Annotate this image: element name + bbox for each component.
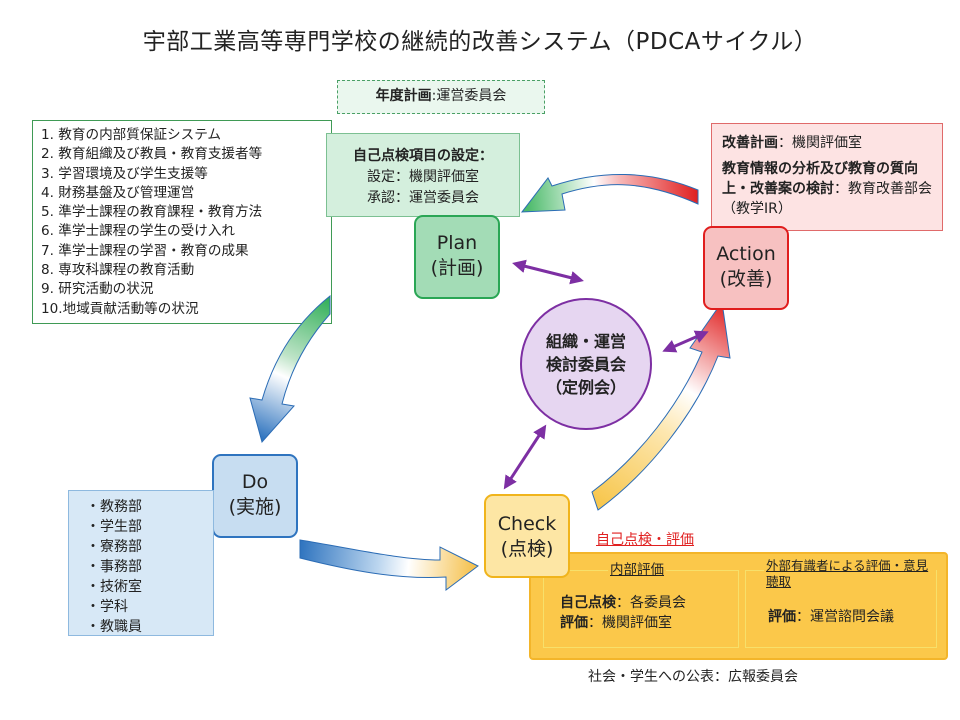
- do-to-check-arrow: [299, 539, 479, 591]
- do-unit: ・学生部: [86, 519, 142, 535]
- check-item: 10.地域貢献活動等の状況: [41, 300, 199, 317]
- internal-evaluation-box: 内部評価 自己点検：各委員会 評価：機関評価室: [543, 558, 739, 648]
- annual-plan-value: :運営委員会: [431, 88, 507, 104]
- action-to-plan-arrow: [520, 173, 699, 213]
- check-item: 6. 準学士課程の学生の受け入れ: [41, 223, 236, 240]
- check-council-link: [503, 424, 547, 490]
- diagram-title: 宇部工業高等専門学校の継続的改善システム（PDCAサイクル）: [142, 29, 818, 55]
- check-item: 1. 教育の内部質保証システム: [41, 127, 222, 143]
- check-to-action-arrow: [591, 300, 731, 511]
- annual-plan-label: 年度計画: [375, 88, 432, 104]
- improvement-analysis-label: 教育情報の分析及び教育の質向上・改善案の検討: [722, 161, 918, 197]
- item-setting-heading: 自己点検項目の設定：: [353, 148, 493, 164]
- item-setting-box: 自己点検項目の設定： 設定：機関評価室 承認：運営委員会: [326, 133, 520, 217]
- check-item: 2. 教育組織及び教員・教育支援者等: [41, 146, 263, 163]
- external-eval-label: 評価: [768, 609, 796, 625]
- internal-eval-label: 評価: [560, 615, 588, 631]
- council-line2: 検討委員会: [545, 355, 626, 374]
- check-evaluation-panel: 内部評価 自己点検：各委員会 評価：機関評価室 外部有識者による評価・意見聴取 …: [529, 552, 948, 660]
- item-setting-approve: 承認：運営委員会: [367, 190, 479, 206]
- external-evaluation-heading: 外部有識者による評価・意見聴取: [764, 558, 936, 590]
- self-evaluation-heading: 自己点検・評価: [596, 532, 694, 548]
- annual-plan-box: 年度計画:運営委員会: [337, 80, 545, 114]
- plan-council-link: [512, 259, 584, 285]
- do-units-box: ・教務部 ・学生部 ・寮務部 ・事務部 ・技術室 ・学科 ・教職員: [68, 490, 214, 636]
- plan-node-en: Plan: [436, 232, 478, 254]
- check-item: 9. 研究活動の状況: [41, 281, 154, 298]
- council-circle: 組織・運営 検討委員会 （定例会）: [520, 298, 652, 430]
- do-node-jp: (実施): [228, 496, 282, 518]
- council-line1: 組織・運営: [545, 332, 626, 351]
- self-check-value: ：各委員会: [616, 595, 686, 611]
- external-eval-value: ：運営諮問会議: [796, 609, 894, 625]
- plan-to-do-arrow: [249, 294, 331, 444]
- action-node-en: Action: [716, 243, 776, 265]
- check-item: 8. 専攻科課程の教育活動: [41, 262, 195, 279]
- check-node-jp: (点検): [500, 538, 554, 560]
- item-setting-set: 設定：機関評価室: [367, 169, 479, 185]
- do-unit: ・技術室: [86, 579, 142, 595]
- external-evaluation-box: 外部有識者による評価・意見聴取 評価：運営諮問会議: [745, 558, 937, 648]
- check-item: 5. 準学士課程の教育課程・教育方法: [41, 204, 263, 221]
- plan-node: Plan (計画): [414, 215, 500, 299]
- do-unit: ・学科: [86, 599, 128, 615]
- do-unit: ・事務部: [86, 559, 142, 575]
- do-node-en: Do: [241, 471, 269, 493]
- action-node-jp: (改善): [719, 268, 773, 290]
- action-council-link: [662, 330, 709, 353]
- do-node: Do (実施): [212, 454, 298, 538]
- check-item: 7. 準学士課程の学習・教育の成果: [41, 242, 249, 259]
- do-unit: ・寮務部: [86, 539, 142, 555]
- improvement-plan-value: ：機関評価室: [778, 135, 862, 151]
- do-unit: ・教職員: [86, 619, 142, 635]
- check-item: 4. 財務基盤及び管理運営: [41, 184, 195, 201]
- action-node: Action (改善): [703, 226, 789, 310]
- check-node-en: Check: [497, 513, 557, 535]
- plan-node-jp: (計画): [430, 257, 484, 279]
- improvement-box: 改善計画：機関評価室 教育情報の分析及び教育の質向上・改善案の検討：教育改善部会…: [711, 123, 943, 231]
- check-node: Check (点検): [484, 494, 570, 578]
- publicity-note: 社会・学生への公表：広報委員会: [588, 669, 798, 685]
- internal-evaluation-heading: 内部評価: [608, 558, 666, 578]
- do-unit: ・教務部: [86, 499, 142, 515]
- check-item: 3. 学習環境及び学生支援等: [41, 165, 208, 182]
- improvement-analysis-value: ：教育改善部会（教学IR）: [722, 181, 932, 217]
- self-check-label: 自己点検: [560, 595, 616, 611]
- check-items-box: 1. 教育の内部質保証システム 2. 教育組織及び教員・教育支援者等 3. 学習…: [32, 120, 332, 324]
- council-line3: （定例会）: [545, 378, 626, 397]
- improvement-plan-label: 改善計画: [722, 135, 778, 151]
- internal-eval-value: ：機関評価室: [588, 615, 672, 631]
